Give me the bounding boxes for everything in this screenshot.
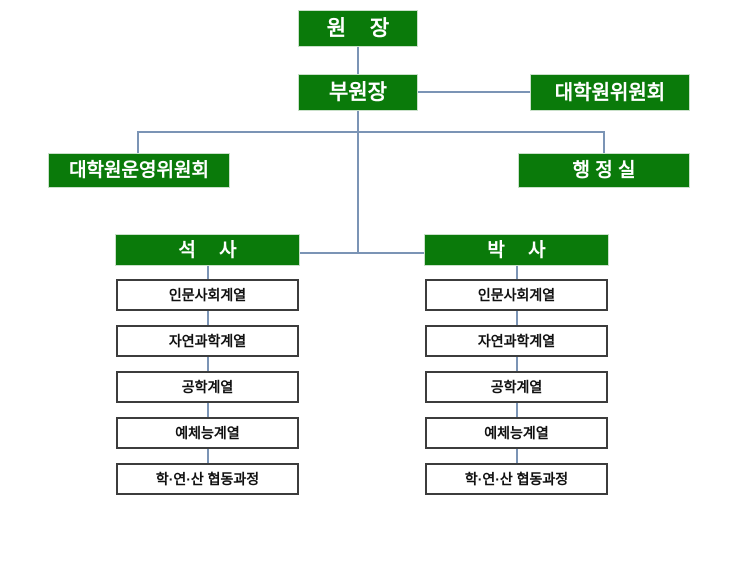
connector-branch-to-admin: [603, 131, 605, 154]
doctoral-department-1[interactable]: 인문사회계열: [425, 279, 608, 311]
node-graduate-steering-committee[interactable]: 대학원운영위원회: [48, 153, 230, 188]
connector-degree-bar: [300, 252, 425, 254]
node-director[interactable]: 원 장: [298, 10, 418, 47]
node-masters-program[interactable]: 석 사: [115, 234, 300, 266]
connector-branch-bar: [137, 131, 604, 133]
masters-department-5[interactable]: 학·연·산 협동과정: [116, 463, 299, 495]
masters-department-2[interactable]: 자연과학계열: [116, 325, 299, 357]
doctoral-department-4[interactable]: 예체능계열: [425, 417, 608, 449]
connector-vice-spine: [357, 111, 359, 254]
node-doctoral-program[interactable]: 박 사: [424, 234, 609, 266]
masters-department-3[interactable]: 공학계열: [116, 371, 299, 403]
connector-vice-to-grad-committee: [418, 91, 530, 93]
masters-department-4[interactable]: 예체능계열: [116, 417, 299, 449]
connector-branch-to-steering: [137, 131, 139, 154]
masters-department-1[interactable]: 인문사회계열: [116, 279, 299, 311]
doctoral-department-5[interactable]: 학·연·산 협동과정: [425, 463, 608, 495]
connector-director-to-vice: [357, 47, 359, 74]
node-vice-director[interactable]: 부원장: [298, 74, 418, 111]
node-administrative-office[interactable]: 행 정 실: [518, 153, 690, 188]
node-graduate-committee[interactable]: 대학원위원회: [530, 74, 690, 111]
doctoral-department-3[interactable]: 공학계열: [425, 371, 608, 403]
doctoral-department-2[interactable]: 자연과학계열: [425, 325, 608, 357]
